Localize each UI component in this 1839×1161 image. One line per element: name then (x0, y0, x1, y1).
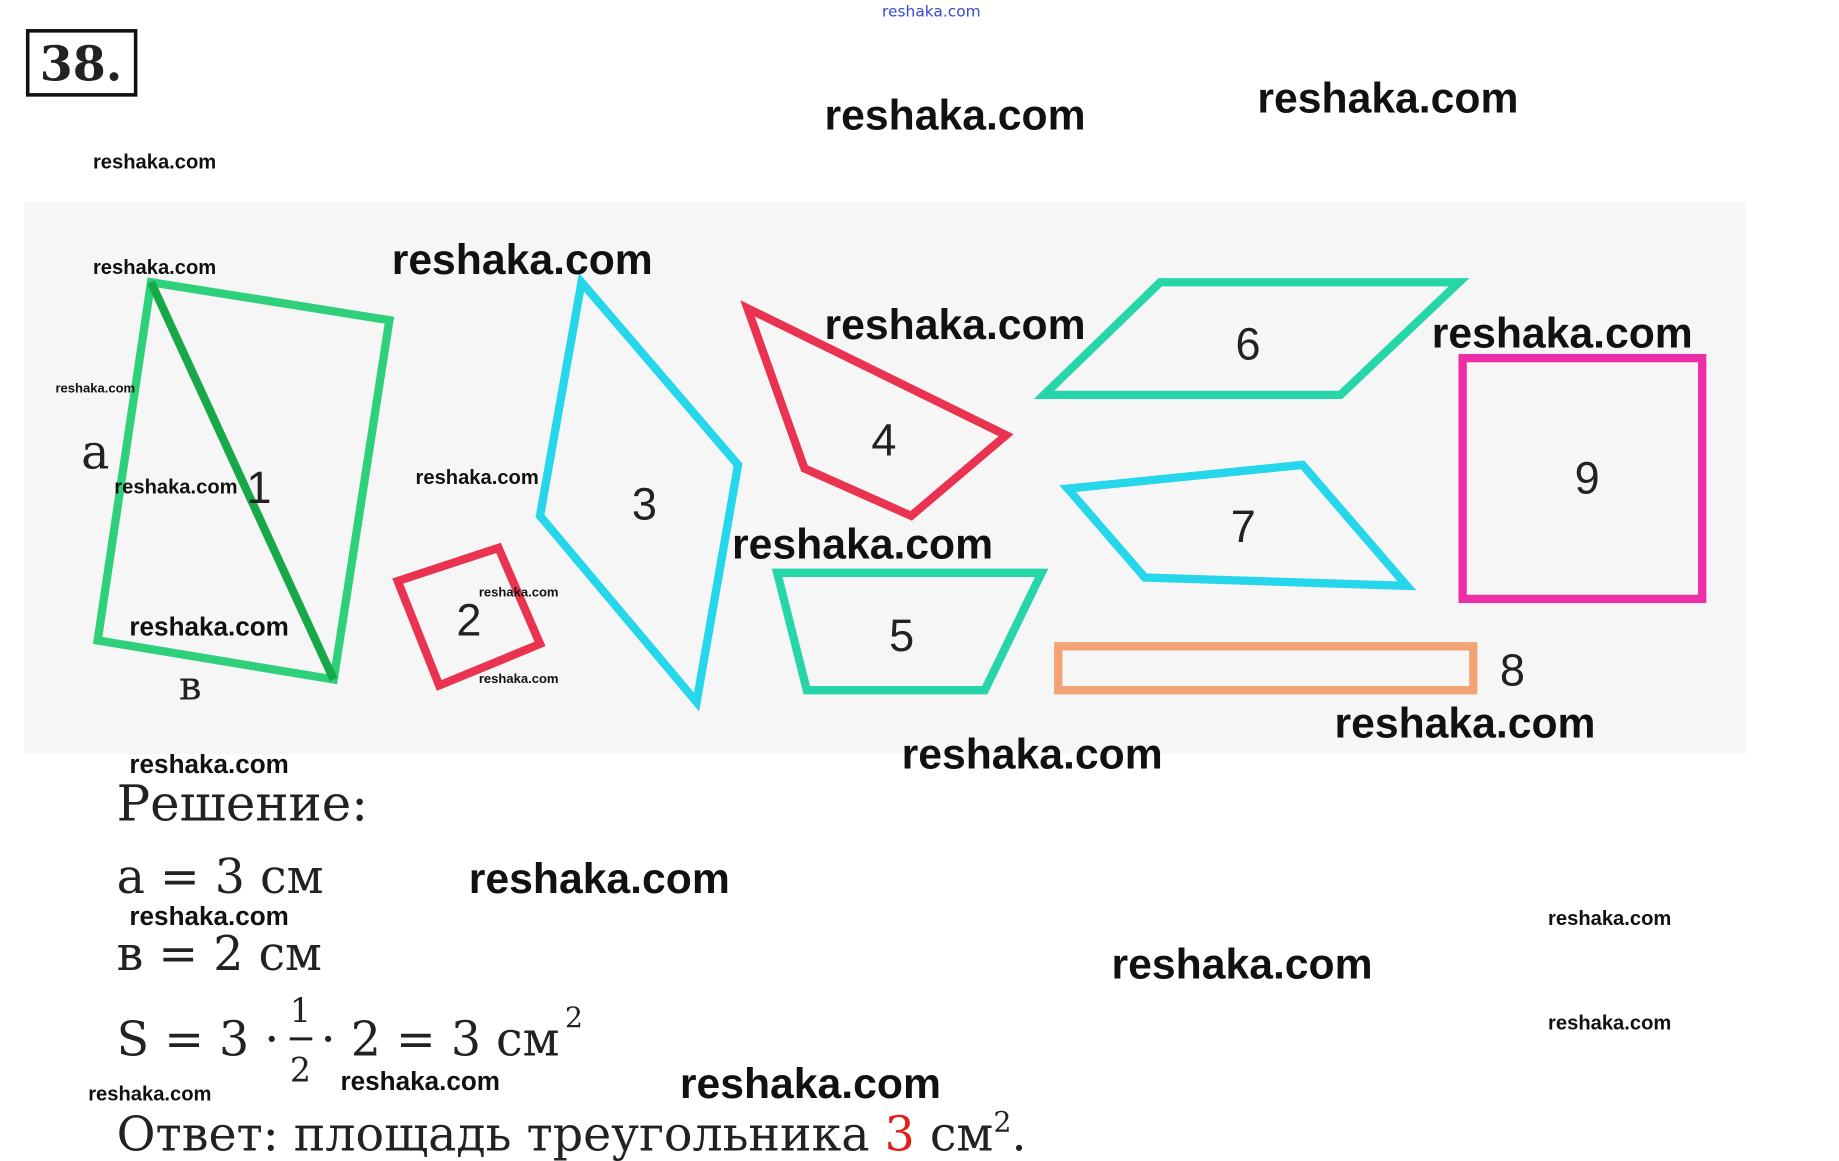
shape-3-number: 3 (632, 478, 657, 529)
watermark: reshaka.com (93, 151, 216, 173)
shape-1-number: 1 (246, 462, 271, 513)
shape-8-number: 8 (1500, 644, 1525, 695)
watermark: reshaka.com (902, 730, 1163, 778)
shape-6-parallelogram (1033, 278, 1470, 400)
solution-heading: Решение: (117, 775, 368, 833)
shape-7-quadrilateral (1059, 460, 1417, 591)
watermark: reshaka.com (341, 1066, 500, 1096)
watermark: reshaka.com (825, 91, 1086, 139)
answer-unit: см (915, 1107, 994, 1161)
side-a-label: a (81, 425, 109, 480)
solution: Решение: a = 3 см в = 2 см S = 3 · 1 2 ·… (117, 775, 1027, 1161)
shape-4-quadrilateral (740, 300, 1014, 521)
watermark: reshaka.com (1548, 908, 1671, 930)
shape-9-number: 9 (1575, 452, 1600, 503)
watermark: reshaka.com (1335, 700, 1596, 748)
shape-7-number: 7 (1231, 501, 1256, 552)
watermark: reshaka.com (114, 476, 237, 498)
shape-2-number: 2 (456, 595, 481, 646)
answer-line: Ответ: площадь треугольника 3 см2. (117, 1105, 1027, 1161)
watermark: reshaka.com (55, 381, 135, 396)
fraction-numerator: 1 (290, 991, 311, 1030)
formula-right: · 2 = 3 см (321, 1012, 560, 1067)
solution-line-a: a = 3 см (117, 850, 324, 905)
shape-5-number: 5 (889, 610, 914, 661)
watermarks: reshaka.com reshaka.com reshaka.com resh… (55, 75, 1692, 1108)
fraction-denominator: 2 (290, 1051, 311, 1090)
shape-9-square (1458, 353, 1707, 604)
shape-5-trapezoid (771, 568, 1049, 695)
watermark: reshaka.com (88, 1084, 211, 1106)
shape-1-diagonal (147, 280, 338, 682)
answer-value: 3 (885, 1107, 915, 1161)
answer-exponent: 2 (993, 1105, 1011, 1138)
shape-6-number: 6 (1235, 318, 1260, 369)
formula-exponent: 2 (565, 1001, 583, 1034)
shape-8-rectangle (1054, 642, 1478, 695)
watermark: reshaka.com (392, 236, 653, 284)
shape-4-number: 4 (871, 414, 896, 465)
watermark: reshaka.com (1432, 309, 1693, 357)
watermark: reshaka.com (479, 585, 559, 600)
formula-left: S = 3 · (117, 1012, 280, 1067)
shape-2-square (392, 542, 546, 691)
watermark: reshaka.com (129, 749, 288, 779)
solution-line-b: в = 2 см (117, 927, 322, 982)
watermark: reshaka.com (825, 301, 1086, 349)
header-link[interactable]: reshaka.com (882, 3, 981, 21)
watermark: reshaka.com (1112, 940, 1373, 988)
answer-period: . (1011, 1107, 1026, 1161)
watermark: reshaka.com (93, 257, 216, 279)
watermark: reshaka.com (732, 521, 993, 569)
watermark: reshaka.com (1257, 75, 1518, 123)
problem-number-box (25, 29, 138, 97)
watermark: reshaka.com (416, 467, 539, 489)
shape-3-quadrilateral (535, 272, 743, 712)
answer-prefix: Ответ: площадь треугольника (117, 1107, 885, 1161)
watermark: reshaka.com (680, 1060, 941, 1108)
watermark: reshaka.com (1548, 1012, 1671, 1034)
figure-shapes: a в 1 2 3 4 5 6 7 8 9 (81, 272, 1707, 712)
watermark: reshaka.com (129, 901, 288, 931)
problem-number: 38. (40, 37, 123, 93)
watermark: reshaka.com (129, 612, 288, 642)
watermark: reshaka.com (479, 671, 559, 686)
side-b-label: в (179, 663, 202, 710)
watermark: reshaka.com (469, 855, 730, 903)
